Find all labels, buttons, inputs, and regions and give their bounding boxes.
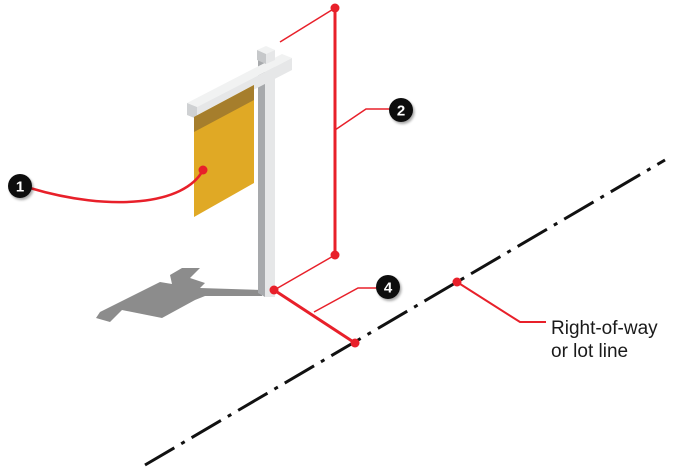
- sign-panel: [194, 85, 254, 217]
- right-of-way-label-line1: Right-of-way: [551, 318, 658, 339]
- marker-1: 1: [8, 174, 32, 198]
- ground-shadow: [96, 268, 262, 322]
- right-of-way-line: [144, 158, 666, 467]
- measurement-points: [198, 3, 462, 348]
- sign-post: [187, 46, 292, 297]
- right-of-way-label-line2: or lot line: [551, 341, 628, 362]
- marker-2: 2: [389, 98, 413, 122]
- marker-2-label: 2: [397, 103, 405, 120]
- measurement-lines: [29, 7, 546, 345]
- marker-4-label: 4: [384, 280, 393, 297]
- marker-1-label: 1: [16, 179, 24, 196]
- marker-4: 4: [376, 275, 400, 299]
